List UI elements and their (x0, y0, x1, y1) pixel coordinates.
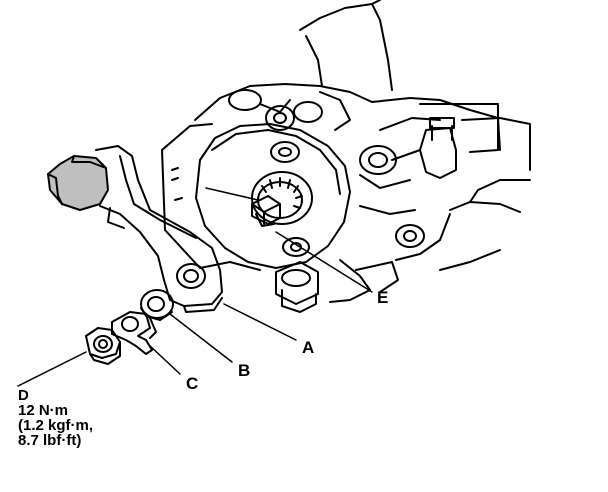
transmission-housing (161, 0, 531, 313)
leader-e-upper (205, 187, 259, 201)
leader-b (169, 313, 233, 363)
callout-d: D (18, 387, 29, 404)
washer-b (140, 289, 174, 321)
leader-c (147, 343, 181, 375)
control-lever (47, 145, 223, 313)
callout-b: B (238, 361, 251, 380)
callout-leaders (17, 187, 373, 387)
torque-value-lbfft: 8.7 lbf·ft) (18, 432, 82, 449)
callout-c: C (186, 374, 199, 393)
torque-value-nm: 12 N·m (18, 402, 69, 419)
leader-e (275, 231, 373, 293)
flange-nut-d (85, 327, 121, 365)
leader-a (223, 303, 297, 341)
callout-e: E (377, 288, 389, 307)
torque-value-kgfm: (1.2 kgf·m, (18, 417, 94, 434)
leader-d (17, 351, 87, 387)
callout-a: A (302, 338, 315, 357)
torque-spec: D 12 N·m (1.2 kgf·m, 8.7 lbf·ft) (18, 388, 93, 448)
range-switch-body (195, 123, 351, 269)
